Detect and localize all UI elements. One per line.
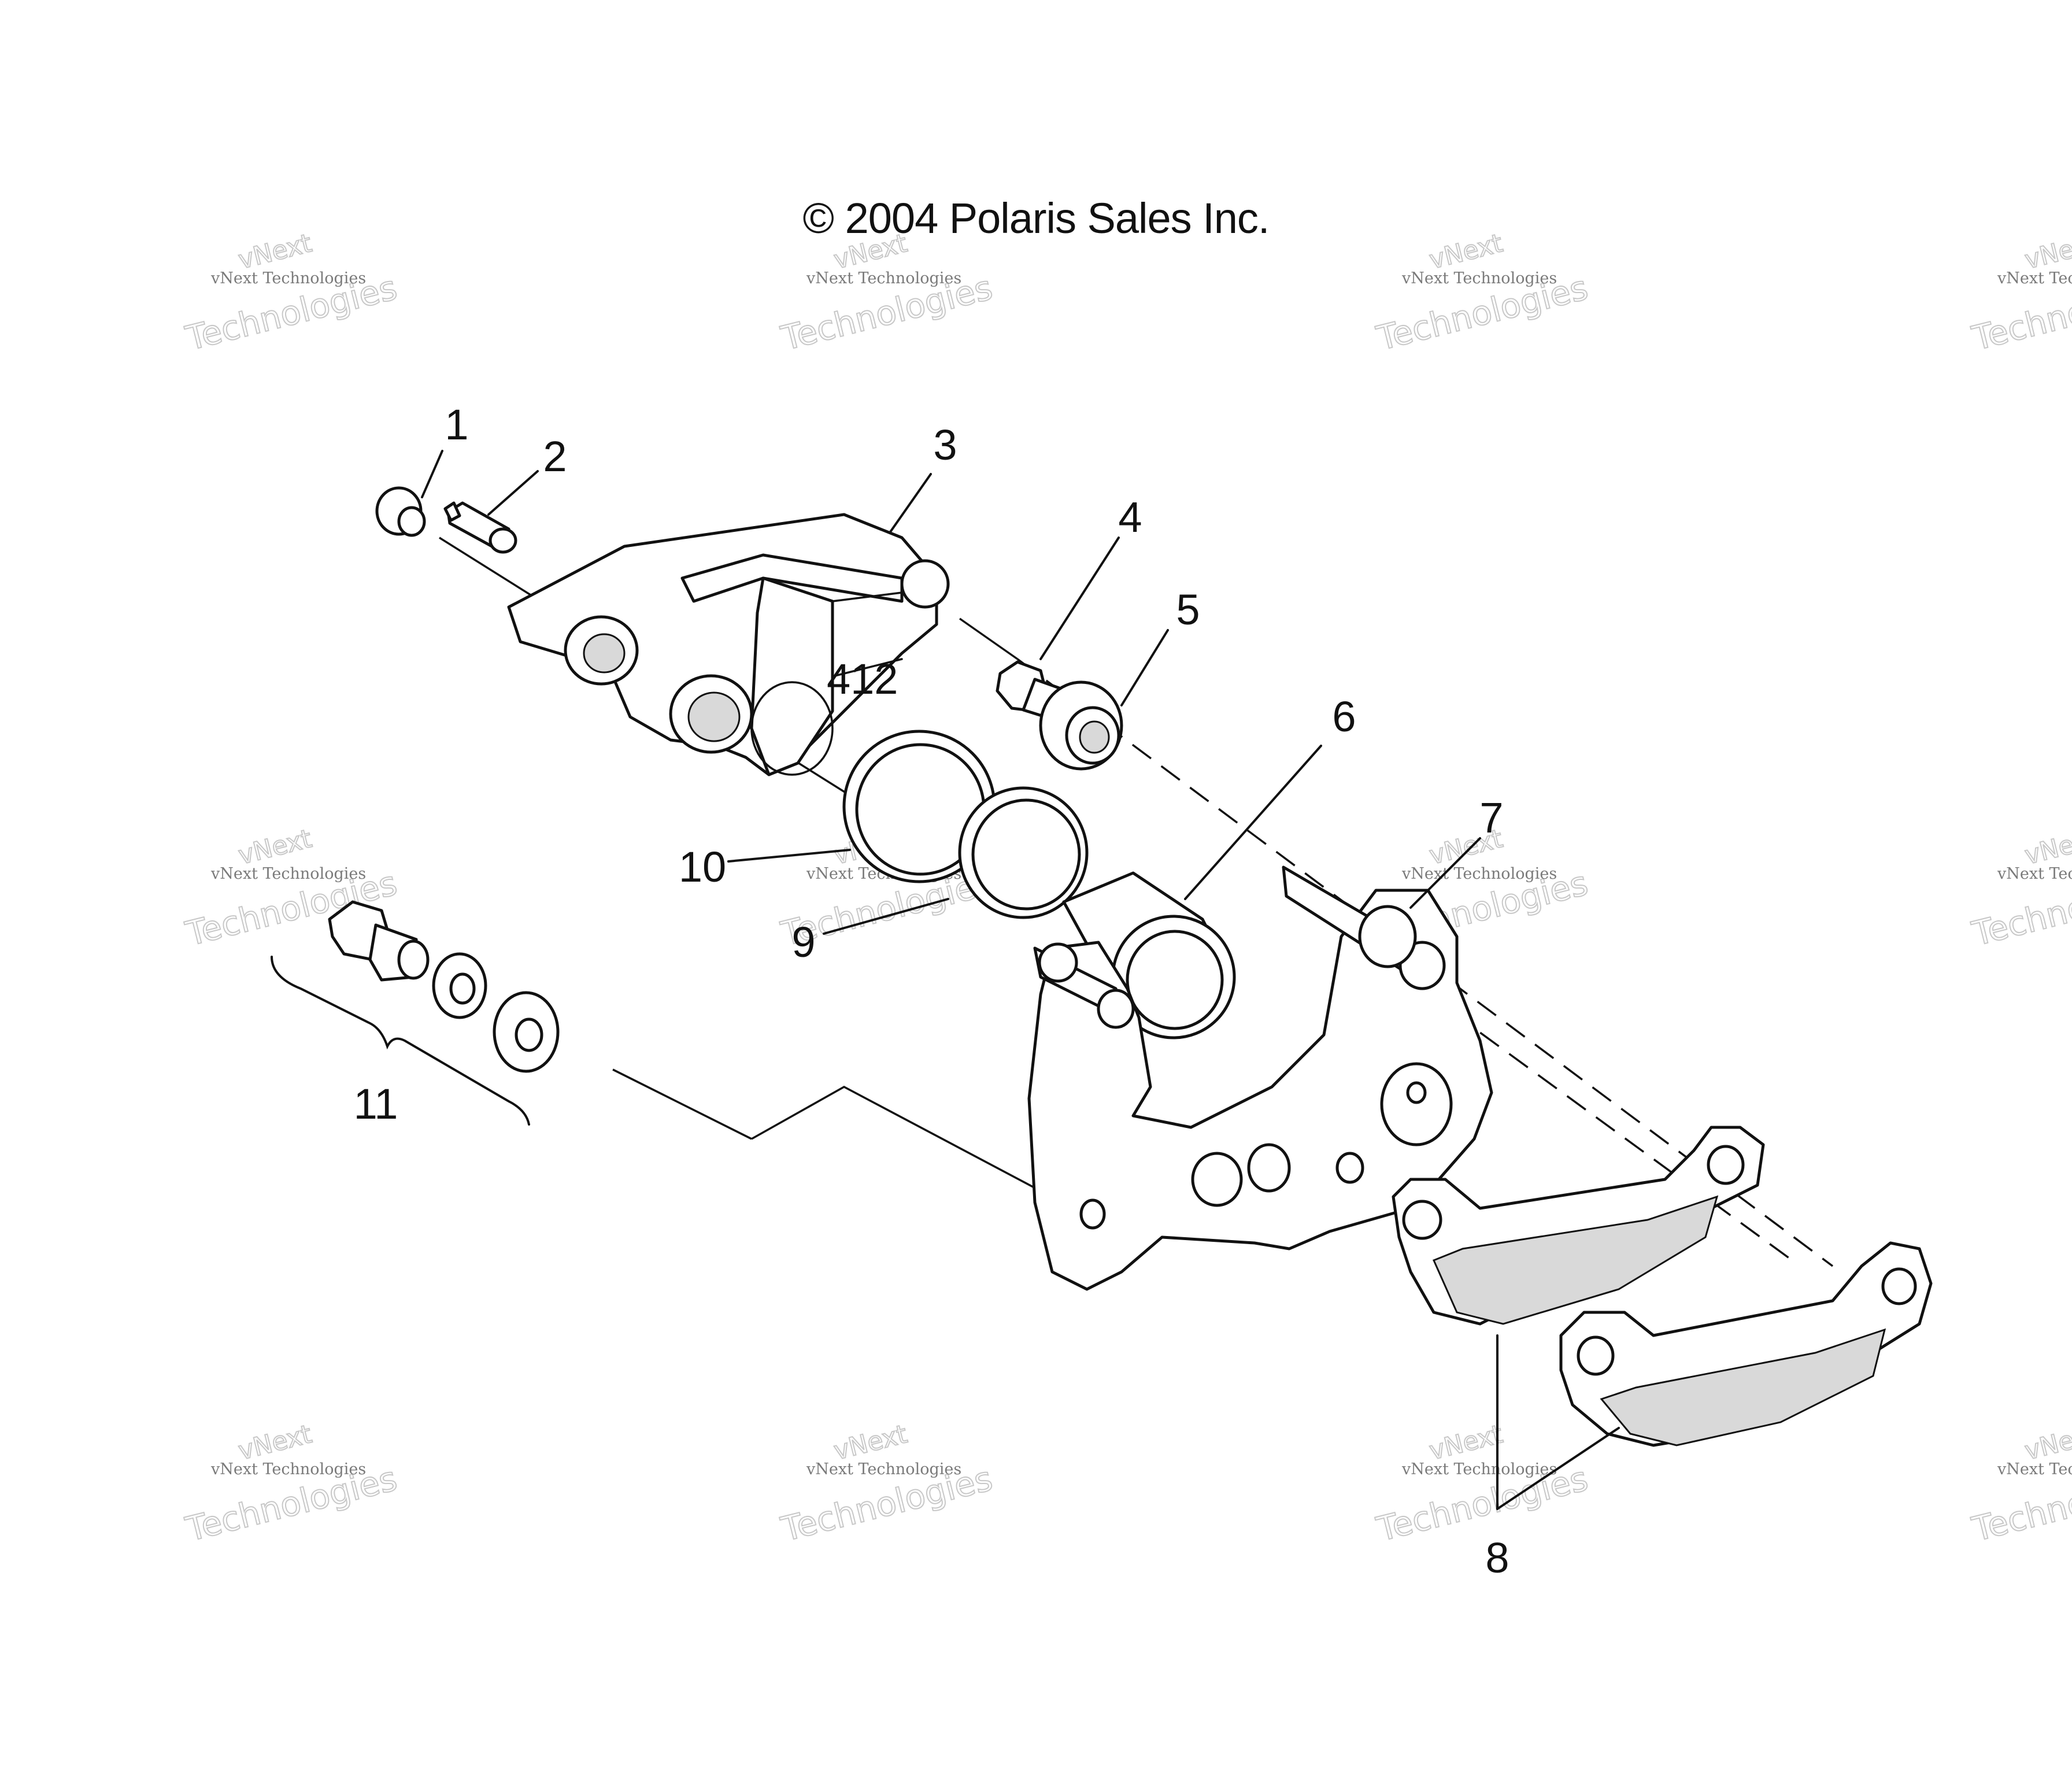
part-3-caliper-body: 412 [507, 513, 950, 776]
watermark-text: vNext [2022, 228, 2072, 275]
part-9-dust-seal [958, 786, 1089, 919]
callout-labels: 1 2 3 4 5 6 7 8 9 10 11 [354, 401, 1509, 1582]
part-6-piston [1062, 871, 1236, 1039]
watermark-text: vNext Technologies [1997, 1460, 2072, 1478]
watermark-text: vNext [235, 228, 314, 275]
watermark-text: vNext Technologies [806, 269, 961, 287]
watermark-text: vNext Technologies [806, 1460, 961, 1478]
part-11-group-bracket [271, 956, 530, 1126]
callout-3: 3 [933, 421, 957, 469]
watermark-text: vNext [831, 228, 910, 275]
watermark-text: vNext Technologies [210, 269, 366, 287]
part-7-mounting-bracket [1027, 865, 1493, 1291]
part-11-bolt-and-washers [271, 900, 560, 1126]
watermark-text: vNext Technologies [1997, 865, 2072, 883]
copyright-notice: © 2004 Polaris Sales Inc. [802, 194, 1270, 242]
watermark-text: vNext [2022, 824, 2072, 871]
watermark-text: vNext Technologies [1401, 269, 1557, 287]
callout-1: 1 [445, 401, 468, 449]
watermark-text: vNext Technologies [210, 865, 366, 883]
callout-10: 10 [679, 843, 726, 891]
part-2-bleeder-screw [443, 501, 517, 554]
watermark-text: vNext [1426, 228, 1505, 275]
watermark-text: vNext [235, 824, 314, 871]
part-5-pin-boot [1039, 680, 1123, 771]
watermark-text: vNext [1426, 1419, 1505, 1466]
watermark-text: vNext Technologies [1401, 1460, 1557, 1478]
part-1-bleeder-cap [375, 486, 426, 537]
caliper-casting-mark: 412 [827, 655, 898, 703]
callout-2: 2 [543, 432, 567, 480]
callout-6: 6 [1332, 693, 1356, 741]
callout-4: 4 [1118, 493, 1142, 541]
watermark-text: vNext [831, 1419, 910, 1466]
watermark-text: vNext Technologies [1401, 865, 1557, 883]
watermark-text: vNext Technologies [210, 1460, 366, 1478]
callout-5: 5 [1176, 586, 1200, 634]
watermark-text: vNext [235, 1419, 314, 1466]
leader-lines [421, 450, 1620, 1510]
watermark-text: vNext Technologies [1997, 269, 2072, 287]
part-8-brake-pads [1392, 1126, 1933, 1447]
callout-9: 9 [791, 918, 815, 966]
callout-8: 8 [1485, 1534, 1509, 1582]
callout-7: 7 [1479, 794, 1503, 842]
callout-11: 11 [354, 1080, 398, 1128]
watermark-text: vNext [2022, 1419, 2072, 1466]
